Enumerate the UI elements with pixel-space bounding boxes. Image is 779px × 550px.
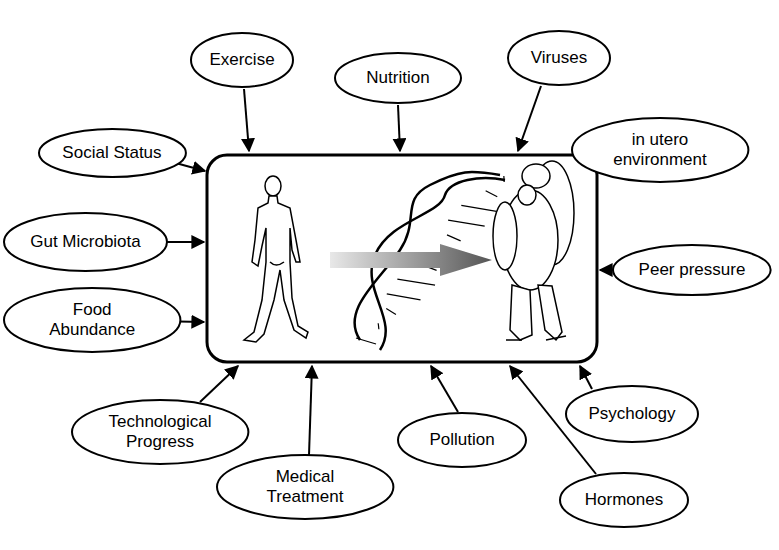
factor-label: Technological Progress [100, 412, 220, 453]
factor-label: Exercise [209, 50, 274, 70]
factor-label: Psychology [589, 404, 676, 424]
factor-label: Gut Microbiota [30, 232, 141, 252]
factor-oval: Gut Microbiota [3, 212, 168, 272]
factor-oval: Technological Progress [71, 399, 249, 465]
obese-human-figure [493, 161, 574, 340]
factor-oval: Viruses [507, 30, 611, 86]
factor-oval: Medical Treatment [216, 454, 394, 520]
factor-label: Food Abundance [32, 300, 152, 341]
factor-oval: Social Status [38, 128, 187, 178]
factor-label: Social Status [62, 143, 161, 163]
factor-oval: Food Abundance [3, 287, 181, 353]
factor-label: Viruses [531, 48, 587, 68]
factor-oval: Exercise [190, 32, 294, 88]
factor-label: Peer pressure [639, 260, 746, 280]
factor-oval: Nutrition [334, 52, 462, 104]
factor-label: Pollution [429, 430, 494, 450]
factor-label: in utero environment [600, 130, 720, 171]
central-box [207, 155, 597, 362]
factor-oval: in utero environment [571, 117, 749, 183]
factor-label: Medical Treatment [245, 467, 365, 508]
factor-oval: Peer pressure [612, 244, 772, 296]
lean-human-figure [244, 176, 308, 342]
transition-arrow [330, 244, 492, 276]
factor-label: Nutrition [366, 68, 429, 88]
factor-oval: Hormones [559, 472, 689, 528]
factor-label: Hormones [585, 490, 663, 510]
factor-oval: Psychology [565, 385, 699, 443]
factor-oval: Pollution [397, 412, 527, 468]
